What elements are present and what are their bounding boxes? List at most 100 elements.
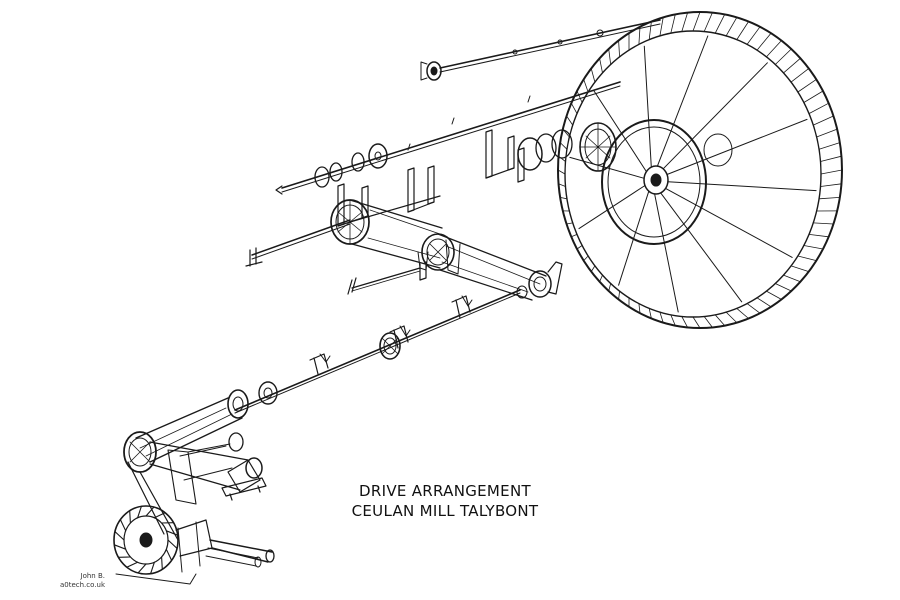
wheel-bucket [566, 222, 574, 225]
wheel-bucket [797, 79, 817, 93]
wheel-spoke [643, 45, 652, 168]
drawing-title: DRIVE ARRANGEMENT CEULAN MILL TALYBONT [320, 481, 570, 521]
credit-name: John B. [80, 572, 105, 580]
wheel-bucket [808, 102, 830, 114]
water-wheel [557, 11, 843, 329]
wheel-spoke [666, 118, 808, 175]
wheel-bucket [818, 142, 841, 150]
wheel-bucket [766, 290, 782, 300]
wheel-bucket [736, 307, 749, 319]
wheel-bucket [756, 297, 772, 308]
wheel-bucket [703, 12, 713, 32]
credit-site: a0tech.co.uk [59, 581, 105, 589]
wheel-bucket [558, 183, 566, 187]
wheel-bucket [692, 11, 701, 32]
bearing-frames [337, 129, 525, 227]
turbine-blade [137, 505, 142, 519]
wheel-bucket [703, 316, 713, 328]
wheel-bucket [812, 115, 834, 126]
credit-block: John B. a0tech.co.uk [55, 572, 105, 590]
wheel-bucket [599, 274, 603, 283]
wheel-bucket [746, 26, 761, 45]
wheel-bucket [608, 283, 612, 292]
wheel-bucket [557, 169, 566, 175]
line-shaft [234, 289, 521, 414]
wheel-bucket [725, 311, 738, 324]
wheel-bucket [559, 142, 568, 150]
wheel-bucket [790, 68, 810, 83]
wheel-bucket [618, 290, 620, 300]
turbine-blade [119, 519, 127, 532]
wheel-bucket [670, 314, 676, 327]
wheel-bucket [599, 57, 603, 74]
wheel-bucket [803, 245, 824, 250]
wheel-bucket [783, 57, 801, 74]
wheel-bucket [818, 196, 841, 200]
wheel-spoke [667, 181, 817, 192]
turbine-blade [165, 530, 179, 536]
wheel-bucket [797, 255, 817, 262]
wheel-spoke [660, 192, 743, 303]
wheel-bucket [590, 265, 596, 273]
wheel-spoke [654, 193, 679, 313]
wheel-bucket [681, 316, 688, 328]
wheel-bucket [590, 68, 596, 83]
wheel-bucket [783, 274, 801, 283]
turbine-wheel [113, 505, 275, 585]
wheel-bucket [618, 40, 620, 58]
turbine-blade [167, 539, 178, 549]
wheel-bucket [812, 222, 834, 225]
wheel-bucket [670, 13, 676, 34]
wheel-bucket [692, 316, 701, 329]
wheel-bucket [583, 255, 589, 262]
short-shaft [347, 261, 427, 295]
lower-belt-drive [123, 389, 249, 541]
wheel-bucket [648, 21, 652, 40]
turbine-blade [153, 512, 166, 519]
title-line-2: CEULAN MILL TALYBONT [351, 502, 539, 520]
wheel-bucket [774, 283, 792, 292]
turbine-blade [145, 506, 155, 517]
wheel-bucket [820, 155, 842, 162]
wheel-bucket [648, 307, 652, 319]
wheel-bucket [570, 233, 578, 238]
wheel-bucket [714, 314, 726, 327]
wheel-bucket [766, 40, 782, 58]
wheel-spoke [618, 190, 650, 286]
title-line-1: DRIVE ARRANGEMENT [359, 482, 531, 500]
wheel-bucket [816, 128, 838, 138]
wheel-bucket [570, 102, 578, 114]
turbine-blade [137, 563, 147, 574]
wheel-bucket [576, 90, 583, 103]
turbine-blade [161, 556, 163, 570]
wheel-spoke [656, 35, 709, 167]
wheel-spoke [665, 187, 793, 258]
wheel-bucket [725, 16, 738, 37]
turbine-blade [114, 531, 125, 541]
turbine-blade [113, 544, 127, 550]
wheel-bucket [756, 32, 772, 51]
belt-drive-middle [349, 199, 563, 301]
turbine-blade [165, 548, 173, 561]
wheel-bucket [559, 196, 568, 200]
wheel-bucket [659, 311, 664, 324]
wheel-bucket [638, 26, 641, 45]
wheel-bucket [790, 265, 810, 273]
wheel-bucket [808, 233, 830, 238]
wheel-bucket [576, 245, 583, 250]
wheel-spoke [662, 62, 768, 170]
wheel-bucket [774, 48, 792, 65]
wheel-bucket [638, 303, 641, 314]
upper-shaft [420, 19, 661, 81]
turbine-blade [126, 561, 139, 568]
countershaft [245, 195, 441, 267]
wheel-bucket [714, 13, 726, 34]
wheel-bucket [736, 21, 749, 40]
wheel-bucket [681, 12, 688, 32]
wheel-bucket [608, 48, 612, 65]
turbine-blade [129, 510, 131, 524]
wheel-bucket [566, 115, 574, 126]
wheel-bucket [803, 90, 824, 103]
